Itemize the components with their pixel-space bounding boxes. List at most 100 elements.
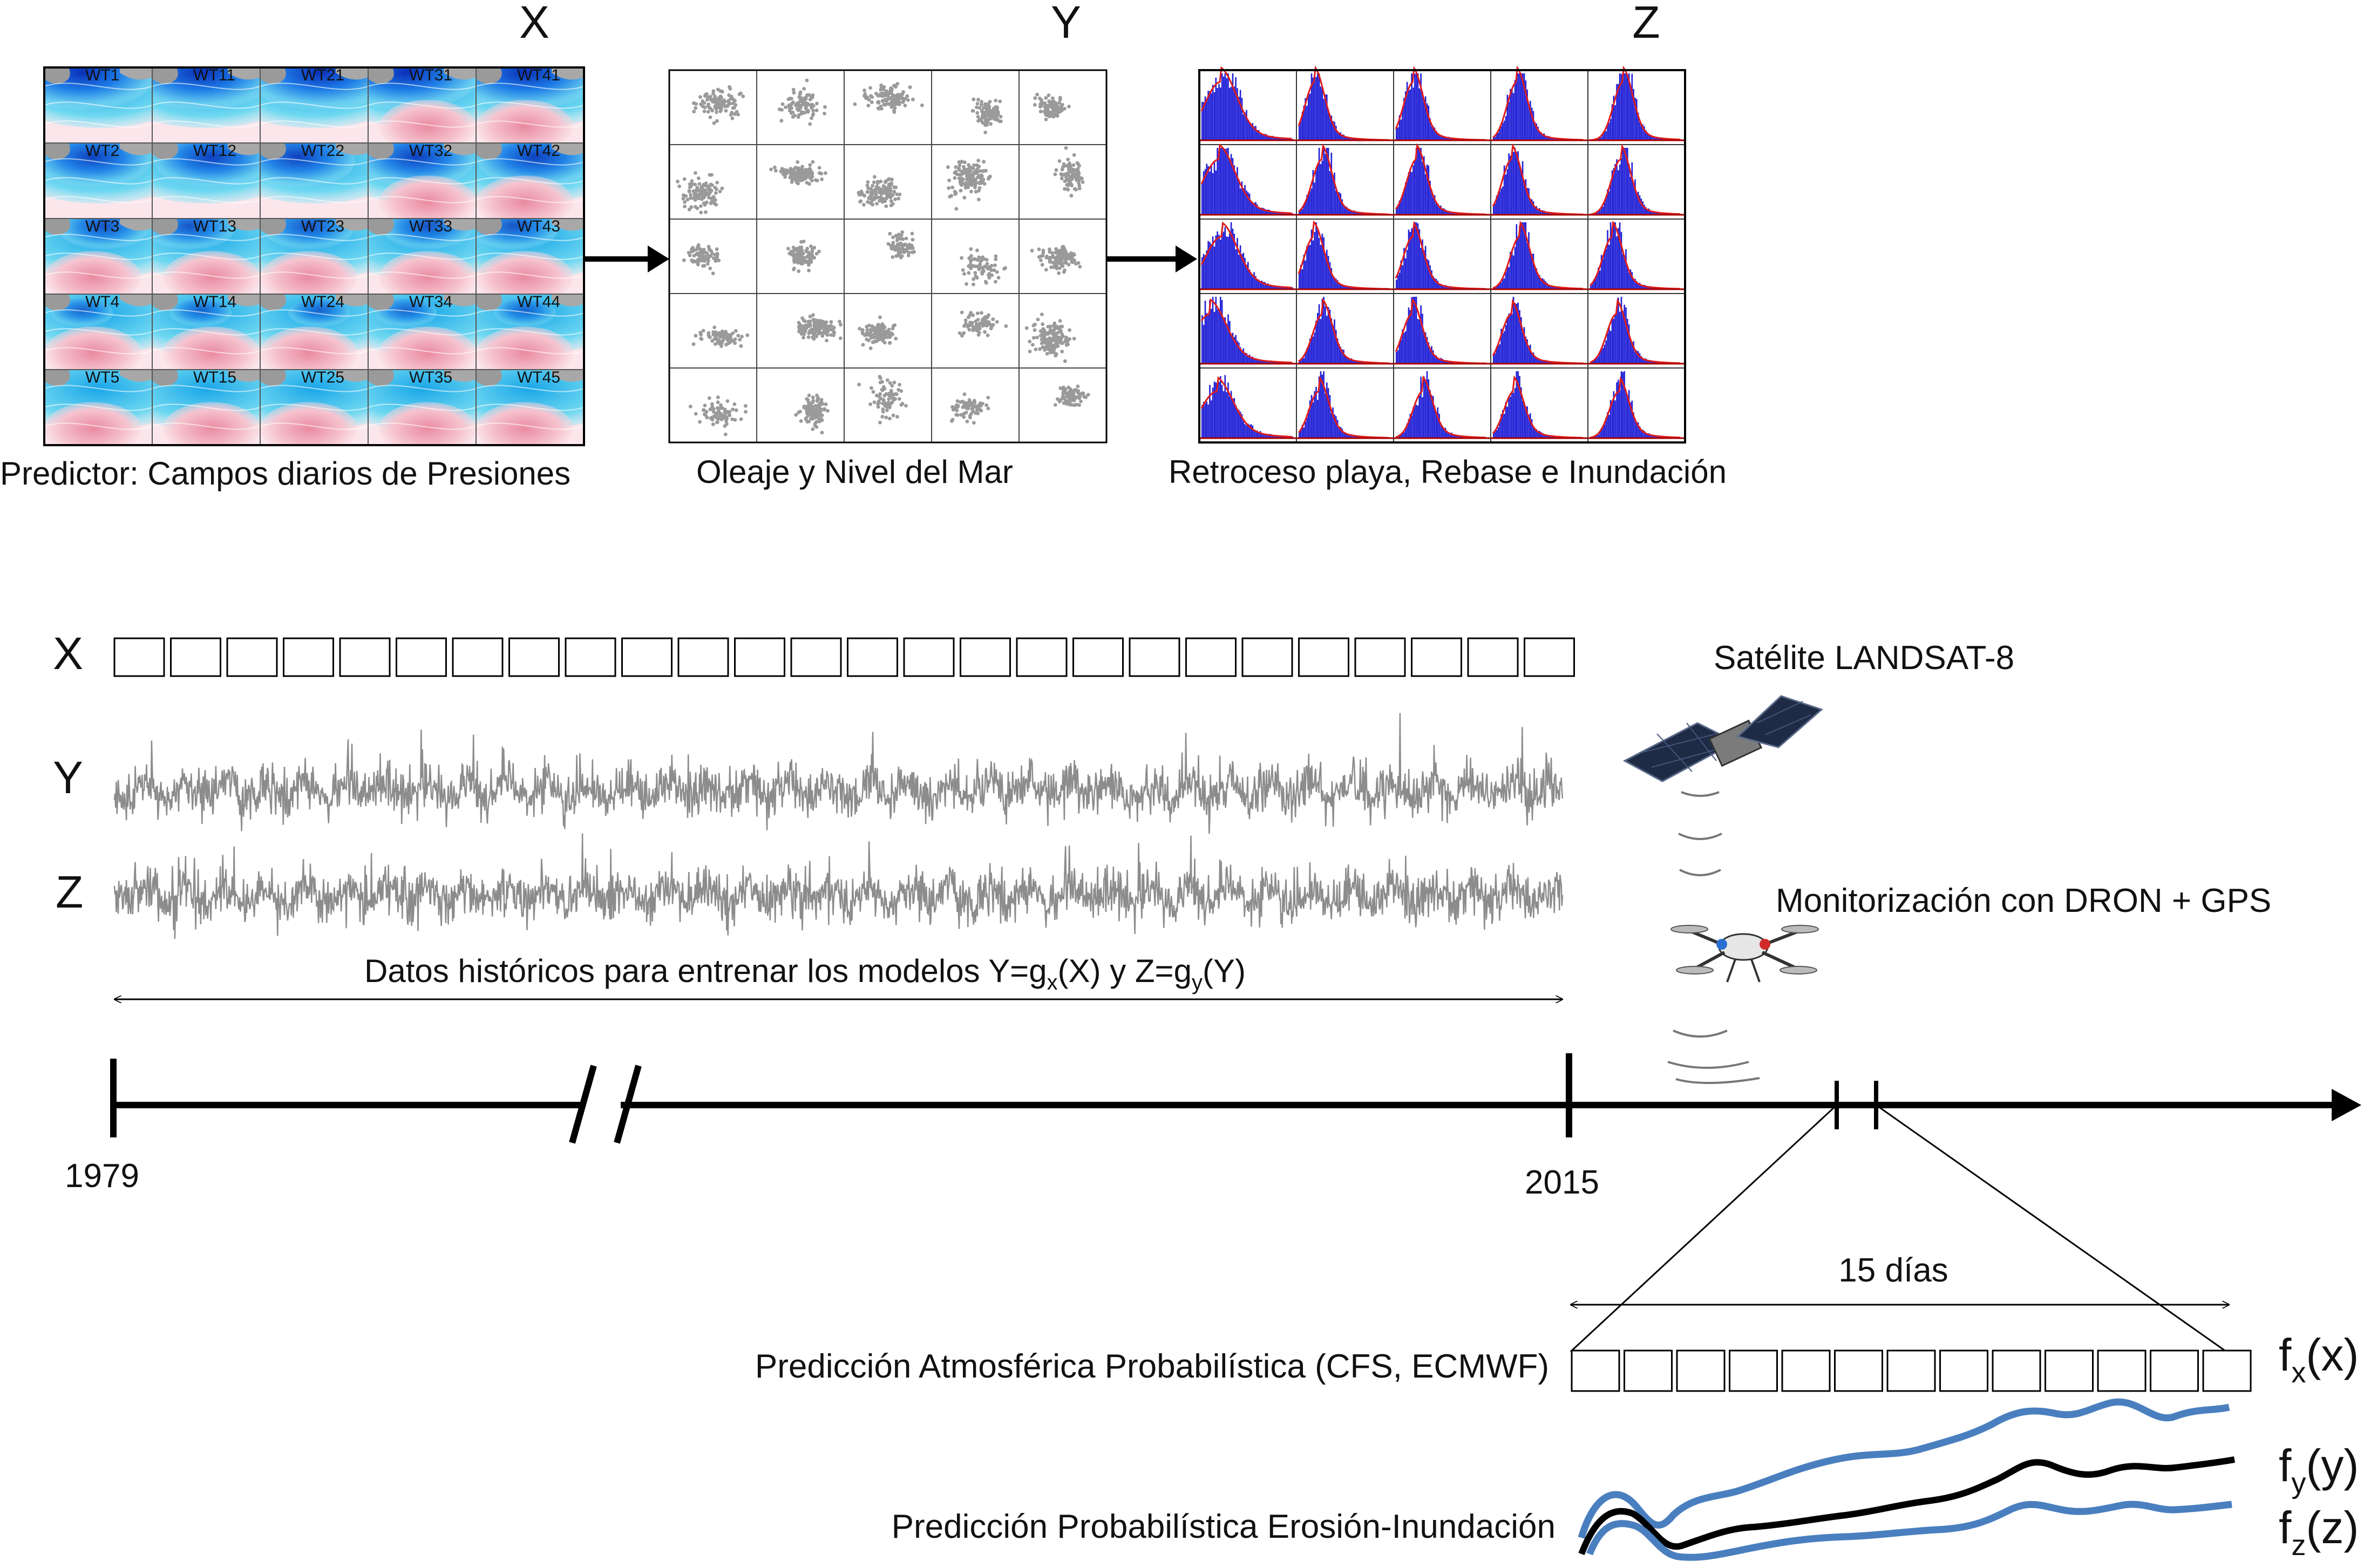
pressure-day-box — [960, 637, 1011, 677]
histogram-cell — [1490, 367, 1588, 443]
forecast-day-box — [1676, 1349, 1726, 1392]
pressure-field-cell: WT1 — [44, 66, 153, 144]
pressure-day-box — [1354, 637, 1406, 677]
weather-type-label: WT25 — [301, 369, 344, 386]
pressure-field-cell: WT45 — [476, 369, 585, 446]
scatter-points — [857, 374, 908, 425]
scatter-cell — [1018, 144, 1107, 220]
daily-pressure-boxes — [113, 637, 1575, 677]
lower-band-curve — [1586, 1501, 2232, 1561]
pressure-day-box — [1467, 637, 1519, 677]
fz-label: fz(z) — [2279, 1502, 2359, 1562]
pressure-field-cell: WT34 — [368, 293, 477, 370]
scatter-cell — [756, 367, 845, 443]
hist-panel-frame — [1198, 69, 1686, 444]
forecast-day-box — [1729, 1349, 1778, 1392]
histogram-cell — [1296, 143, 1394, 220]
scatter-points — [970, 97, 1003, 134]
forecast-day-box — [1624, 1349, 1673, 1392]
weather-type-label: WT3 — [85, 217, 119, 235]
pressure-day-box — [565, 637, 616, 677]
pressure-field-cell: WT32 — [368, 142, 477, 219]
forecast-day-box — [1781, 1349, 1831, 1392]
histogram-cell — [1199, 367, 1297, 443]
scatter-points — [950, 392, 990, 425]
historical-label: Datos históricos para entrenar los model… — [364, 953, 1246, 994]
scatter-points — [1030, 244, 1082, 275]
histogram-cell — [1199, 144, 1297, 220]
end-year: 2015 — [1525, 1164, 1599, 1201]
pressure-field-cell: WT13 — [152, 217, 261, 295]
weather-type-label: WT31 — [409, 66, 452, 84]
pressure-day-box — [170, 637, 221, 677]
scatter-points — [794, 393, 830, 435]
weather-type-label: WT45 — [517, 369, 560, 386]
scatter-points — [777, 78, 827, 126]
pressure-field-cell: WT15 — [152, 369, 261, 446]
impacts-caption: Retroceso playa, Rebase e Inundación — [1169, 454, 1727, 490]
pressure-field-cell: WT35 — [368, 369, 477, 446]
pressure-day-box — [1524, 637, 1575, 677]
x-letter: X — [519, 0, 549, 47]
histogram-cell — [1490, 219, 1588, 294]
pressure-field-cell: WT23 — [260, 217, 369, 295]
weather-type-label: WT44 — [517, 293, 560, 311]
start-year: 1979 — [65, 1157, 139, 1195]
pressure-day-box — [226, 637, 278, 677]
histogram-cell — [1587, 144, 1686, 220]
zoom-line-right — [1876, 1104, 2227, 1353]
forecast-day-box — [2150, 1349, 2199, 1392]
weather-type-label: WT41 — [517, 66, 560, 84]
pressure-day-box — [1129, 637, 1180, 677]
weather-type-label: WT22 — [301, 142, 344, 160]
impacts-series-line — [113, 833, 1564, 939]
scatter-points — [1053, 146, 1085, 198]
fy-label: fy(y) — [2279, 1440, 2359, 1499]
pressure-day-box — [1411, 637, 1462, 677]
pressure-day-box — [847, 637, 898, 677]
pressure-field-cell: WT25 — [260, 369, 369, 446]
arrow-x-to-y-head — [648, 246, 669, 272]
scatter-points — [857, 175, 902, 208]
pressure-field-cell: WT5 — [44, 369, 153, 446]
zoom-line-left — [1570, 1104, 1838, 1353]
pressure-field-cell: WT11 — [152, 66, 261, 144]
pressure-day-box — [1298, 637, 1349, 677]
forecast-day-box — [1834, 1349, 1883, 1392]
axis-break-left — [569, 1065, 597, 1144]
scatter-points — [1033, 92, 1071, 121]
scatter-points — [853, 81, 924, 114]
z-letter: Z — [1632, 0, 1660, 47]
weather-type-label: WT35 — [409, 369, 452, 386]
scatter-points — [786, 240, 821, 273]
histogram-cell — [1587, 219, 1686, 294]
pressure-day-box — [339, 637, 391, 677]
atmos-forecast-label: Predicción Atmosférica Probabilística (C… — [755, 1348, 1549, 1385]
weather-type-label: WT34 — [409, 293, 452, 311]
pressure-day-box — [903, 637, 955, 677]
axis-break-right — [614, 1065, 642, 1144]
arrow-y-to-z-head — [1176, 246, 1197, 272]
pressure-field-cell: WT14 — [152, 293, 261, 370]
pressure-day-box — [621, 637, 673, 677]
pressure-day-box — [1185, 637, 1237, 677]
weather-type-label: WT24 — [301, 293, 344, 311]
histogram-cell — [1199, 293, 1297, 369]
scatter-points — [676, 171, 724, 215]
forecast-ensemble-boxes — [1571, 1349, 2252, 1392]
scatter-cell — [844, 144, 932, 220]
pressure-field-cell: WT3 — [44, 217, 153, 295]
scatter-cell — [669, 219, 757, 294]
scatter-cell — [1018, 367, 1107, 443]
erosion-forecast-label: Predicción Probabilística Erosión-Inunda… — [892, 1508, 1556, 1545]
series-x-label: X — [53, 628, 83, 679]
y-letter: Y — [1051, 0, 1081, 47]
scatter-points — [682, 243, 721, 276]
pressure-field-cell: WT4 — [44, 293, 153, 370]
pressure-field-cell: WT42 — [476, 142, 585, 219]
scatter-points — [1053, 384, 1090, 407]
scatter-points — [886, 230, 916, 260]
forecast-day-box — [1939, 1349, 1988, 1392]
pressure-field-cell: WT24 — [260, 293, 369, 370]
scatter-points — [957, 310, 1008, 338]
